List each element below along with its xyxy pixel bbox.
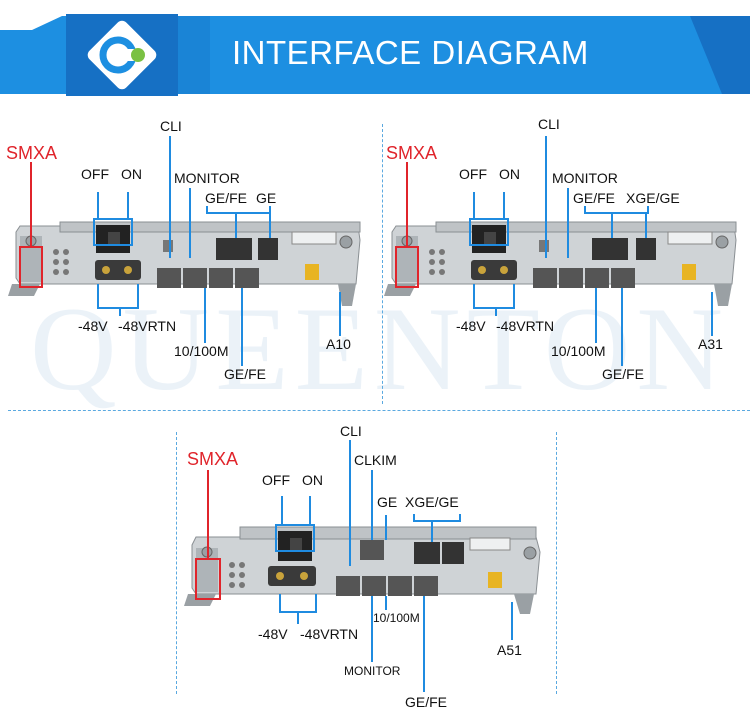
model-label-a10: A10 (326, 336, 351, 352)
off-label-a31: OFF (459, 166, 487, 182)
on-label-a51: ON (302, 472, 323, 488)
watermark-text: QUEENTON (30, 282, 730, 415)
neg48rtn-label-a31: -48VRTN (496, 318, 555, 334)
xge-top-label-a31: XGE/GE (626, 190, 680, 206)
neg48-label-a51: -48V (258, 626, 288, 642)
model-label-a31: A31 (698, 336, 723, 352)
gefe-bottom-label-a31: GE/FE (602, 366, 645, 382)
gefe-bottom-label-a51: GE/FE (405, 694, 448, 710)
divider-vertical-left (176, 432, 177, 694)
monitor-label-a51: MONITOR (344, 664, 401, 678)
gefe-top-label-a10: GE/FE (205, 190, 248, 206)
divider-horizontal (8, 410, 750, 411)
clkim-label-a51: CLKIM (354, 452, 397, 468)
gefe-top-label-a31: GE/FE (573, 190, 616, 206)
divider-vertical-top (382, 124, 383, 404)
divider-vertical-right (556, 432, 557, 694)
eth-label-a51: 10/100M (373, 611, 420, 625)
neg48rtn-label-a10: -48VRTN (118, 318, 177, 334)
cli-label-a51: CLI (340, 423, 362, 439)
card-label-a31: SMXA (386, 143, 438, 163)
eth-label-a10: 10/100M (174, 343, 229, 359)
page-title: INTERFACE DIAGRAM (232, 34, 589, 71)
off-label-a10: OFF (81, 166, 109, 182)
model-label-a51: A51 (497, 642, 522, 658)
monitor-label-a10: MONITOR (174, 170, 240, 186)
card-label-a51: SMXA (187, 449, 239, 469)
card-label-a10: SMXA (6, 143, 58, 163)
ge-top-label-a51: GE (377, 494, 398, 510)
neg48rtn-label-a51: -48VRTN (300, 626, 359, 642)
eth-label-a31: 10/100M (551, 343, 606, 359)
cli-label-a31: CLI (538, 116, 560, 132)
off-label-a51: OFF (262, 472, 290, 488)
monitor-label-a31: MONITOR (552, 170, 618, 186)
on-label-a31: ON (499, 166, 520, 182)
ge-top-label-a10: GE (256, 190, 277, 206)
xge-top-label-a51: XGE/GE (405, 494, 459, 510)
neg48-label-a31: -48V (456, 318, 486, 334)
on-label-a10: ON (121, 166, 142, 182)
cli-label-a10: CLI (160, 118, 182, 134)
gefe-bottom-label-a10: GE/FE (224, 366, 267, 382)
brand-logo-icon (66, 14, 178, 96)
neg48-label-a10: -48V (78, 318, 108, 334)
